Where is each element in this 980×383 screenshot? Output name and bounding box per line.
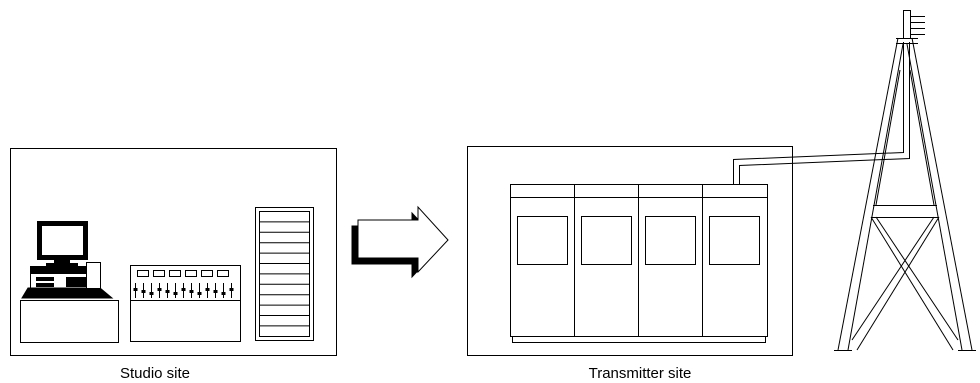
console-button (185, 270, 197, 277)
console-fader-knob (205, 288, 210, 291)
console-button (217, 270, 229, 277)
antenna-tower (834, 10, 976, 351)
studio-site-label: Studio site (120, 365, 190, 382)
console-button (153, 270, 165, 277)
console-button (201, 270, 213, 277)
transmitter-site-label: Transmitter site (589, 365, 692, 382)
console-fader-knob (149, 292, 154, 295)
studio-site (10, 148, 337, 356)
console-fader-knob (221, 292, 226, 295)
computer-workstation (20, 221, 119, 343)
console-button (169, 270, 181, 277)
console-fader-knob (213, 290, 218, 293)
console-fader-knob (157, 288, 162, 291)
mixing-console (130, 265, 241, 342)
console-fader-knob (229, 288, 234, 291)
cabinet-window-3 (645, 216, 696, 265)
console-fader-knob (173, 292, 178, 295)
console-fader-knob (189, 290, 194, 293)
console-fader-knob (133, 288, 138, 291)
transmitter-site (467, 146, 793, 356)
console-fader-knob (165, 290, 170, 293)
console-fader-knob (181, 288, 186, 291)
equipment-rack (255, 207, 314, 341)
console-fader-knob (197, 292, 202, 295)
console-buttons (137, 270, 229, 277)
cabinet-window-1 (517, 216, 568, 265)
console-faders (133, 283, 234, 298)
transmitter-cabinets (510, 184, 768, 343)
console-fader-knob (141, 290, 146, 293)
feed-line (733, 42, 910, 184)
console-button (137, 270, 149, 277)
cabinet-window-2 (581, 216, 632, 265)
link-arrow (351, 205, 449, 279)
rack-shelves (259, 221, 310, 327)
cabinet-window-4 (709, 216, 760, 265)
